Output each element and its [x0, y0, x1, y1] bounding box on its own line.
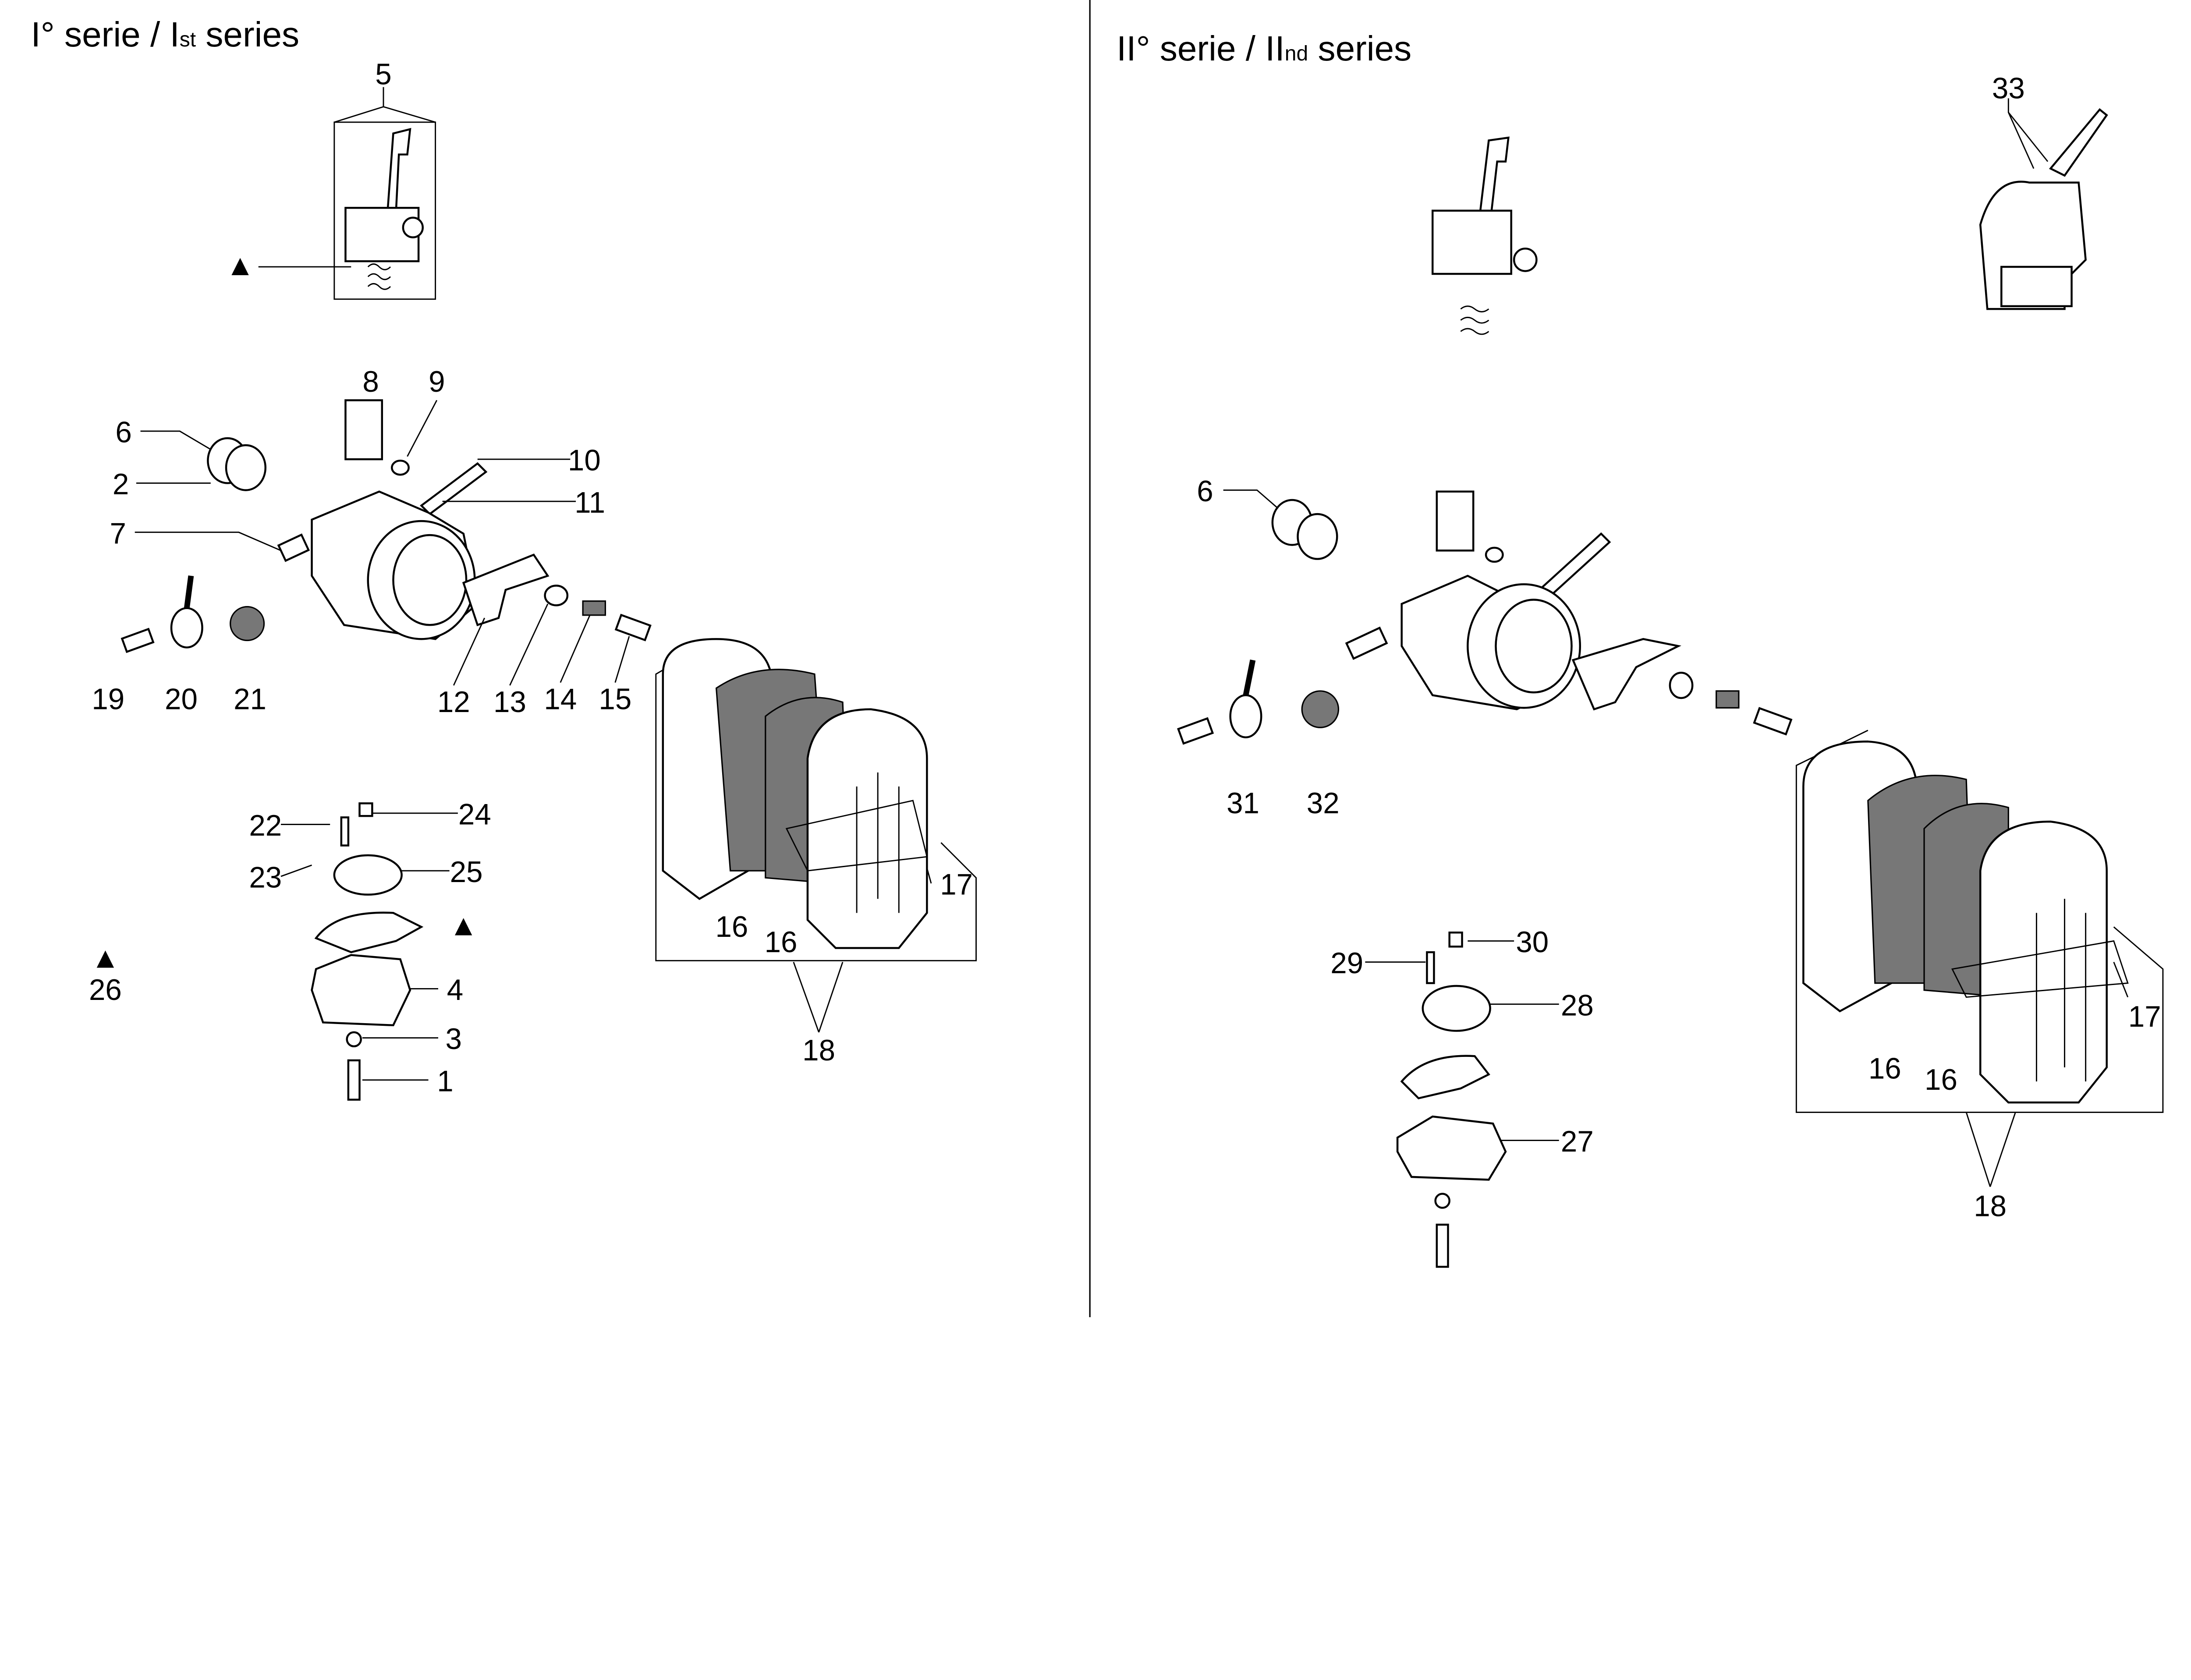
callout: 4	[447, 974, 463, 1007]
callout: 7	[110, 517, 126, 550]
callout: 21	[234, 683, 266, 716]
callouts-series1: 5 6 2 7 8 9 10 11 19 20 21 12 13 14 15 2…	[89, 58, 973, 1098]
air-filter-assembly	[662, 638, 928, 949]
gaskets-and-carburetor-body	[121, 399, 652, 653]
callout: 33	[1992, 72, 2025, 105]
callout: 16	[765, 926, 798, 959]
callout: 32	[1307, 787, 1340, 820]
leader-lines-series2	[1223, 489, 2164, 1187]
callout: 19	[92, 683, 124, 716]
series2-title: II° serie / IInd series	[1117, 28, 1411, 68]
callout: 22	[249, 809, 282, 842]
series1-title: I° serie / Ist series	[31, 14, 300, 54]
callout: 18	[1974, 1190, 2007, 1223]
throttle-lever-assembly	[258, 87, 436, 300]
callout: 12	[437, 686, 470, 719]
carburetor-complete	[1979, 98, 2108, 310]
callout: 30	[1516, 926, 1549, 959]
callout: 2	[113, 468, 129, 501]
callout: 14	[544, 683, 577, 716]
callout: 13	[493, 686, 526, 719]
parts-diagram: I° serie / Ist series II° serie / IInd s…	[31, 0, 2164, 1318]
float-needle-assembly-series2	[1396, 931, 1507, 1268]
callout: 29	[1330, 947, 1363, 980]
triangle-marker-icon: ▲	[226, 249, 255, 282]
callouts-series2: 33 6 31 32 30 29 28 27 16 16 17 18	[1197, 72, 2161, 1223]
callout: 16	[715, 911, 748, 943]
throttle-lever-assembly-series2	[1431, 136, 1538, 335]
triangle-marker-icon: ▲	[449, 909, 478, 942]
callout: 6	[115, 416, 131, 449]
callout: 15	[599, 683, 631, 716]
callout: 28	[1561, 989, 1594, 1022]
callout: 9	[429, 365, 445, 398]
callout: 5	[375, 58, 391, 91]
callout: 18	[802, 1034, 835, 1067]
callout: 17	[2128, 1000, 2161, 1033]
gaskets-and-carburetor-body-series2	[1177, 490, 1793, 745]
callout: 11	[574, 486, 605, 519]
callout: 3	[446, 1023, 462, 1056]
callout: 10	[568, 444, 601, 477]
air-filter-assembly-series2	[1802, 741, 2129, 1104]
callout: 16	[1868, 1053, 1901, 1085]
triangle-marker-icon: ▲	[91, 941, 120, 974]
callout: 17	[940, 868, 973, 901]
callout: 16	[1925, 1063, 1957, 1096]
callout: 24	[458, 798, 491, 831]
callout: 6	[1197, 475, 1213, 508]
callout: 26	[89, 974, 122, 1007]
callout: 23	[249, 861, 282, 894]
callout: 20	[165, 683, 198, 716]
callout: 31	[1227, 787, 1259, 820]
callout: 27	[1561, 1125, 1594, 1158]
callout: 8	[362, 365, 379, 398]
float-needle-assembly	[311, 802, 424, 1101]
callout: 25	[450, 856, 483, 889]
callout: 1	[437, 1065, 453, 1098]
